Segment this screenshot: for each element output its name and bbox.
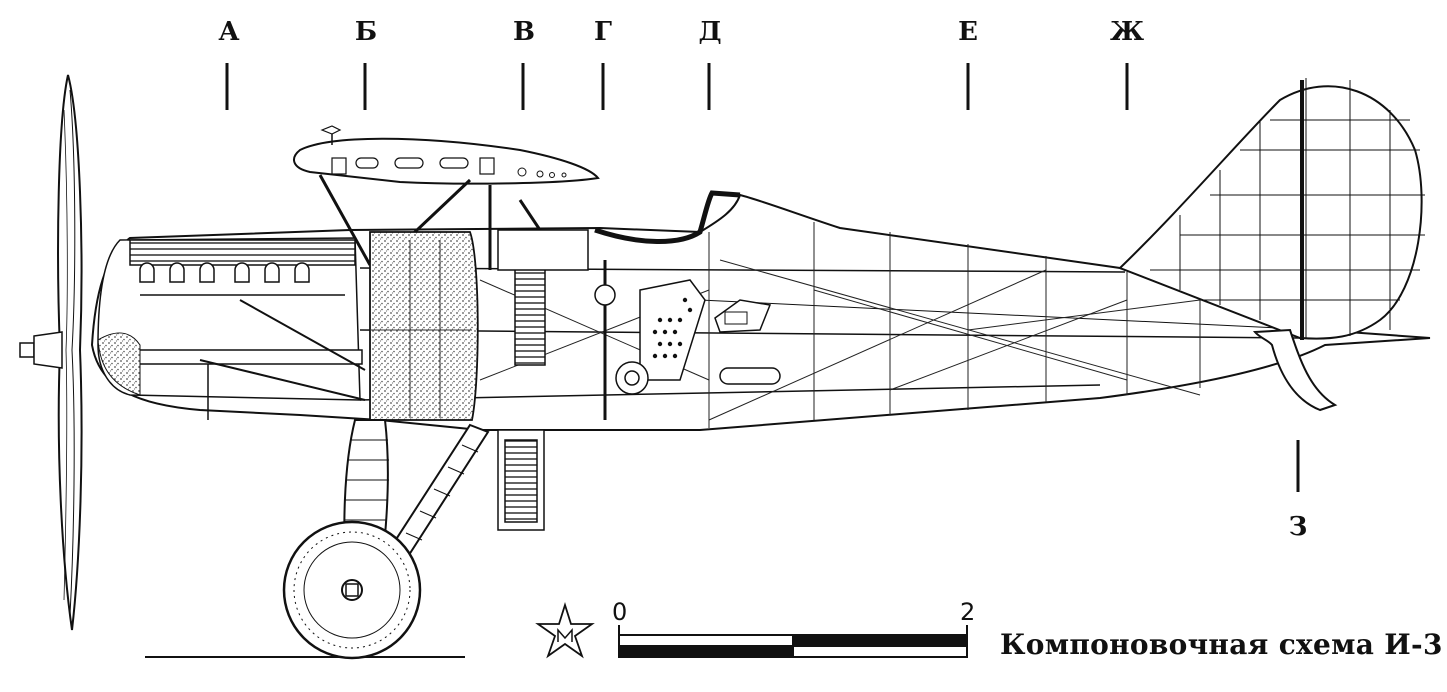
section-label-v: В bbox=[513, 17, 535, 47]
section-label-zh: Ж bbox=[1109, 17, 1145, 47]
scale-start-label: 0 bbox=[612, 598, 628, 626]
section-label-g: Г bbox=[594, 17, 612, 47]
upper-wing bbox=[293, 125, 600, 185]
propeller bbox=[19, 74, 83, 631]
scale-bar bbox=[618, 625, 968, 658]
cockpit-equipment bbox=[594, 260, 781, 420]
section-label-e: Е bbox=[958, 17, 978, 47]
fin-and-rudder bbox=[1118, 78, 1425, 340]
section-label-b: Б bbox=[354, 17, 378, 47]
landing-gear bbox=[282, 419, 490, 660]
section-label-d: Д bbox=[698, 17, 722, 47]
figure-caption: Компоновочная схема И-3 bbox=[1000, 628, 1443, 661]
radiator bbox=[497, 229, 589, 531]
star-emblem bbox=[535, 602, 595, 659]
section-markers bbox=[225, 63, 1300, 492]
tail-skid bbox=[1252, 328, 1338, 412]
section-label-z: З bbox=[1288, 512, 1308, 542]
cockpit-fairing bbox=[594, 190, 741, 244]
fuel-tank-frames bbox=[370, 240, 472, 418]
fuel-tank bbox=[369, 231, 479, 421]
engine bbox=[97, 237, 366, 420]
scale-end-label: 2 bbox=[960, 598, 976, 626]
section-label-a: А bbox=[218, 17, 240, 47]
